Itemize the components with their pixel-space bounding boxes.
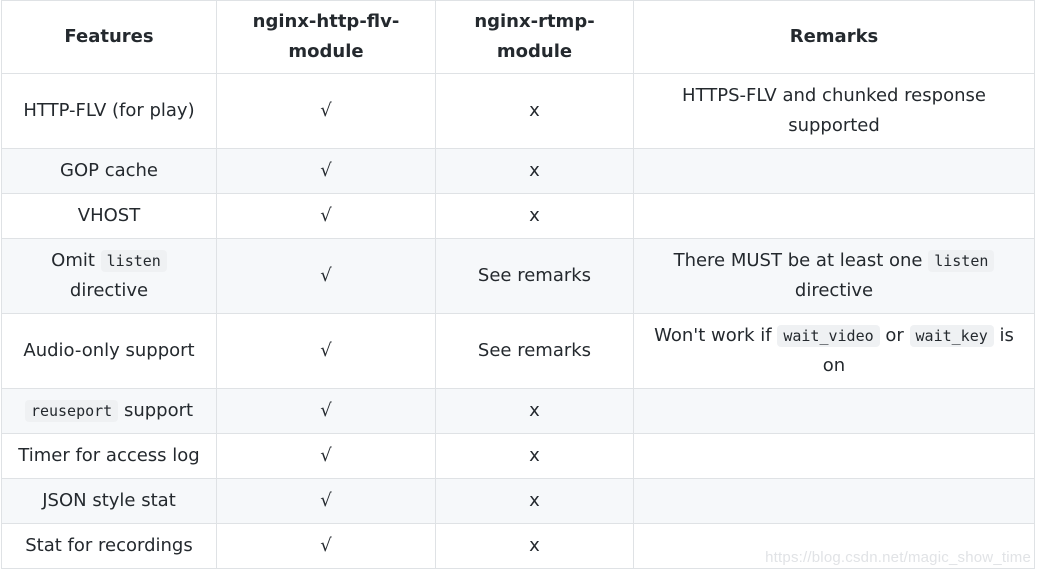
table-row: Stat for recordings √x bbox=[1, 523, 1035, 569]
cell-http-flv-support: √ bbox=[216, 523, 436, 569]
cell-remarks bbox=[633, 148, 1035, 194]
cell-feature: Stat for recordings bbox=[1, 523, 217, 569]
inline-code: wait_video bbox=[777, 325, 880, 347]
cell-remarks bbox=[633, 523, 1035, 569]
watermark: https://blog.csdn.net/magic_show_time bbox=[765, 549, 1031, 566]
cell-rtmp-support: See remarks bbox=[435, 313, 634, 389]
cell-feature: reuseport support bbox=[1, 388, 217, 434]
inline-code: wait_key bbox=[909, 325, 994, 347]
cell-http-flv-support: √ bbox=[216, 148, 436, 194]
cell-feature: HTTP-FLV (for play) bbox=[1, 73, 217, 149]
cell-feature: JSON style stat bbox=[1, 478, 217, 524]
cell-text: VHOST bbox=[77, 205, 141, 226]
cell-feature: GOP cache bbox=[1, 148, 217, 194]
table-row: JSON style stat √x bbox=[1, 478, 1035, 524]
header-rtmp: nginx-rtmp-module bbox=[435, 0, 634, 74]
cell-remarks bbox=[633, 478, 1035, 524]
cell-text: HTTP-FLV (for play) bbox=[23, 100, 195, 121]
inline-code: listen bbox=[928, 250, 995, 272]
cell-http-flv-support: √ bbox=[216, 433, 436, 479]
header-remarks: Remarks bbox=[633, 0, 1035, 74]
cell-text: Stat for recordings bbox=[25, 535, 193, 556]
cell-text: Won't work if bbox=[654, 325, 778, 346]
cell-feature: Omit listen directive bbox=[1, 238, 217, 314]
inline-code: listen bbox=[100, 250, 167, 272]
cell-remarks bbox=[633, 388, 1035, 434]
cell-http-flv-support: √ bbox=[216, 313, 436, 389]
cell-rtmp-support: x bbox=[435, 73, 634, 149]
table-row: Timer for access log √x bbox=[1, 433, 1035, 479]
cell-http-flv-support: √ bbox=[216, 193, 436, 239]
cell-text: Omit bbox=[51, 250, 101, 271]
cell-rtmp-support: x bbox=[435, 478, 634, 524]
cell-text: There MUST be at least one bbox=[673, 250, 929, 271]
cell-rtmp-support: x bbox=[435, 523, 634, 569]
cell-text: Timer for access log bbox=[18, 445, 200, 466]
inline-code: reuseport bbox=[24, 400, 119, 422]
header-features: Features bbox=[1, 0, 217, 74]
cell-text: support bbox=[118, 400, 194, 421]
header-http-flv: nginx-http-flv-module bbox=[216, 0, 436, 74]
table-row: GOP cache √x bbox=[1, 148, 1035, 194]
cell-remarks: Won't work if wait_video or wait_key is … bbox=[633, 313, 1035, 389]
cell-http-flv-support: √ bbox=[216, 238, 436, 314]
cell-rtmp-support: x bbox=[435, 193, 634, 239]
cell-rtmp-support: x bbox=[435, 433, 634, 479]
cell-rtmp-support: x bbox=[435, 388, 634, 434]
table-row: reuseport support√x bbox=[1, 388, 1035, 434]
cell-remarks: HTTPS-FLV and chunked response supported bbox=[633, 73, 1035, 149]
cell-feature: VHOST bbox=[1, 193, 217, 239]
table-row: VHOST √x bbox=[1, 193, 1035, 239]
cell-text: GOP cache bbox=[60, 160, 158, 181]
cell-text: JSON style stat bbox=[42, 490, 176, 511]
cell-remarks: There MUST be at least one listen direct… bbox=[633, 238, 1035, 314]
cell-text: is on bbox=[822, 325, 1014, 376]
cell-text: directive bbox=[69, 280, 149, 301]
cell-feature: Timer for access log bbox=[1, 433, 217, 479]
cell-text: HTTPS-FLV and chunked response supported bbox=[682, 85, 986, 136]
cell-remarks bbox=[633, 193, 1035, 239]
cell-http-flv-support: √ bbox=[216, 73, 436, 149]
cell-remarks bbox=[633, 433, 1035, 479]
cell-feature: Audio-only support bbox=[1, 313, 217, 389]
cell-text: directive bbox=[794, 280, 874, 301]
cell-http-flv-support: √ bbox=[216, 388, 436, 434]
table-row: HTTP-FLV (for play) √x HTTPS-FLV and chunk… bbox=[1, 73, 1035, 149]
cell-text: or bbox=[879, 325, 910, 346]
table-header-row: Features nginx-http-flv-module nginx-rtm… bbox=[1, 0, 1035, 74]
cell-text: Audio-only support bbox=[23, 340, 195, 361]
cell-http-flv-support: √ bbox=[216, 478, 436, 524]
cell-rtmp-support: See remarks bbox=[435, 238, 634, 314]
cell-rtmp-support: x bbox=[435, 148, 634, 194]
